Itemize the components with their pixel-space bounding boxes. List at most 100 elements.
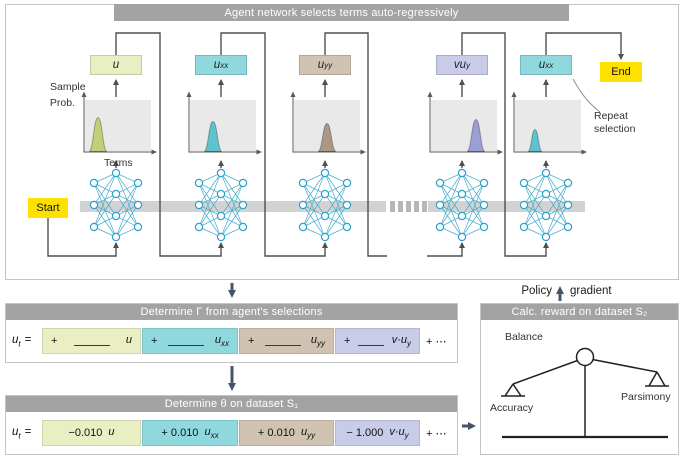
parsimony-label: Parsimony — [621, 391, 671, 403]
prob-peak — [88, 116, 108, 152]
lhs-sub: t — [18, 431, 21, 441]
term-symbol: v·uy — [391, 333, 411, 349]
term-symbol: uxx — [214, 333, 229, 349]
prob-axis-label: Prob. — [49, 97, 75, 109]
right-pan — [645, 371, 669, 387]
term-base: u — [213, 59, 221, 71]
left-pan — [501, 383, 525, 397]
term-box-u: u — [90, 55, 142, 75]
blank-coefficient-slot — [264, 337, 301, 346]
plot-axes — [429, 95, 500, 153]
ellipsis-dashes — [390, 201, 427, 212]
balance-label: Balance — [505, 331, 543, 343]
coefficient: − 1.000 — [346, 427, 384, 439]
theta-term-u: −0.010 u — [42, 420, 141, 446]
coefficient: −0.010 — [68, 427, 103, 439]
equals-sign: = — [24, 426, 32, 438]
reward-panel-header: Calc. reward on dataset S₂ — [481, 304, 678, 320]
plot-axes — [292, 95, 363, 153]
term-base: u — [112, 59, 120, 71]
plot-background — [190, 100, 256, 151]
term-base: u — [538, 59, 546, 71]
balance-scale — [501, 347, 669, 439]
gamma-panel-header: Determine Γ from agent's selections — [6, 304, 457, 320]
term-symbol: uyy — [300, 425, 316, 441]
gamma-term-u: +u — [42, 328, 141, 354]
theta-panel-header: Determine θ on dataset S₁ — [6, 396, 457, 412]
repeat-selection-label: Repeat selection — [594, 110, 636, 136]
prob-peak — [466, 118, 486, 152]
sequence-band-right — [428, 201, 585, 212]
lhs-sub: t — [18, 339, 21, 349]
gamma-term-uyy: + uyy — [239, 328, 334, 354]
blank-coefficient-slot — [168, 337, 205, 346]
plus-sign: + — [344, 335, 351, 347]
term-sub: yy — [324, 60, 333, 70]
coefficient: + 0.010 — [161, 427, 199, 439]
lhs-base: u — [12, 334, 19, 346]
start-box: Start — [28, 198, 68, 218]
network-to-plot-arrows — [113, 160, 549, 168]
theta-more-terms: + ⋯ — [426, 428, 447, 440]
prob-peak — [317, 122, 337, 152]
prob-plot-2 — [186, 91, 262, 155]
theta-term-vuy: − 1.000 v·uy — [335, 420, 420, 446]
prob-plot-5 — [511, 91, 587, 155]
policy-label: Policy — [521, 285, 552, 297]
terms-axis-label: Terms — [104, 157, 133, 169]
coefficient: + 0.010 — [257, 427, 295, 439]
reward-panel — [480, 303, 679, 455]
sequence-band-left — [80, 201, 386, 212]
accuracy-label: Accuracy — [490, 402, 534, 414]
gradient-label: gradient — [570, 285, 612, 297]
plot-background — [515, 100, 581, 151]
agent-panel — [5, 4, 679, 280]
agent-panel-header: Agent network selects terms auto-regress… — [114, 4, 569, 21]
gamma-term-uxx: + uxx — [142, 328, 238, 354]
plot-axes — [188, 95, 259, 153]
flow-arrows — [228, 283, 564, 430]
term-symbol: uxx — [204, 425, 219, 441]
prob-plot-4 — [427, 91, 503, 155]
sample-arrows — [113, 79, 549, 97]
blank-coefficient-slot — [358, 337, 385, 346]
term-symbol: uyy — [310, 333, 325, 349]
theta-term-uxx: + 0.010 uxx — [142, 420, 238, 446]
end-box: End — [600, 62, 642, 82]
theta-lhs: ut= — [12, 426, 31, 440]
term-sub: xx — [545, 60, 554, 70]
repeat-selection-connector — [572, 78, 601, 113]
plus-sign: + — [51, 335, 58, 347]
sample-label: Sample — [50, 81, 86, 93]
theta-panel — [5, 395, 458, 455]
prob-peak — [527, 128, 543, 152]
lhs-base: u — [12, 426, 19, 438]
plot-axes — [83, 95, 154, 153]
prob-peak — [203, 120, 223, 152]
term-symbol: u — [125, 333, 132, 346]
term-sub: y — [466, 60, 471, 70]
prob-plot-1 — [81, 91, 157, 155]
prob-plot-3 — [290, 91, 366, 155]
theta-term-uyy: + 0.010 uyy — [239, 420, 334, 446]
term-symbol: v·uy — [389, 425, 409, 441]
blank-coefficient-slot — [73, 337, 110, 346]
term-sub: xx — [220, 60, 229, 70]
gamma-panel — [5, 303, 458, 363]
term-symbol: u — [108, 425, 115, 438]
term-base: vu — [453, 59, 467, 71]
plus-sign: + — [248, 335, 255, 347]
gamma-term-vuy: + v·uy — [335, 328, 420, 354]
term-base: u — [317, 59, 325, 71]
plot-background — [431, 100, 497, 151]
autoregressive-connectors — [47, 32, 624, 257]
plus-sign: + — [151, 335, 158, 347]
equals-sign: = — [24, 334, 32, 346]
gamma-lhs: ut= — [12, 334, 31, 348]
